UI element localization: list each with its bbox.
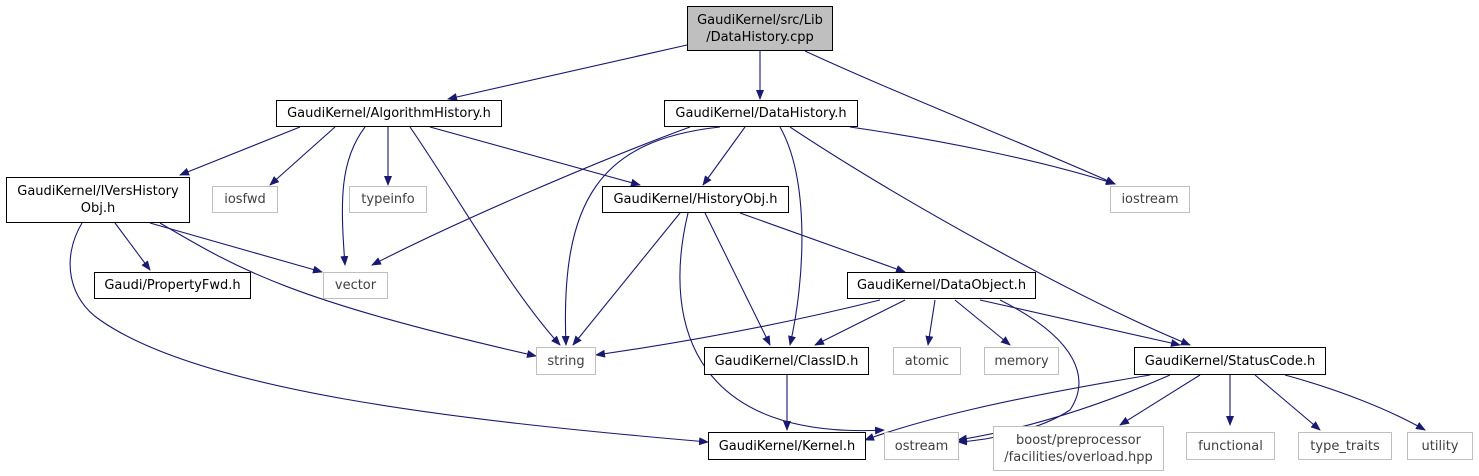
- node-label: iosfwd: [224, 192, 266, 207]
- edge-alghist-vector: [340, 126, 366, 266]
- node-label: GaudiKernel/src/Lib /DataHistory.cpp: [697, 12, 823, 45]
- node-label: atomic: [904, 353, 950, 369]
- node-label: functional: [1198, 438, 1263, 454]
- edge-dataobj-memory: [954, 299, 1011, 346]
- node-algorithmhistory-h[interactable]: GaudiKernel/AlgorithmHistory.h: [276, 100, 502, 127]
- node-label: GaudiKernel/DataObject.h: [856, 278, 1027, 293]
- node-atomic[interactable]: atomic: [893, 347, 961, 375]
- edge-datahist-iostream: [849, 126, 1116, 186]
- node-label: GaudiKernel/DataHistory.h: [675, 106, 847, 121]
- edge-histobj-string: [572, 212, 681, 346]
- edge-datahist-vector: [371, 126, 691, 266]
- node-historyobj-h[interactable]: GaudiKernel/HistoryObj.h: [602, 186, 789, 213]
- node-functional[interactable]: functional: [1186, 432, 1275, 460]
- node-iosfwd[interactable]: iosfwd: [212, 186, 278, 213]
- edge-ivers-string: [159, 222, 537, 358]
- edge-datahist-histobj: [702, 126, 746, 186]
- node-label: memory: [994, 353, 1049, 369]
- edge-alghist-string: [409, 126, 561, 346]
- node-label: iostream: [1121, 192, 1179, 207]
- node-iversHistoryobj-h[interactable]: GaudiKernel/IVersHistory Obj.h: [6, 177, 190, 223]
- node-dataobject-h[interactable]: GaudiKernel/DataObject.h: [847, 272, 1036, 299]
- edge-histobj-ostream: [679, 212, 885, 435]
- node-label: vector: [334, 278, 377, 293]
- edge-dataobj-classid: [814, 299, 906, 346]
- edge-status-utility: [1284, 374, 1426, 431]
- node-root-datahistory-cpp[interactable]: GaudiKernel/src/Lib /DataHistory.cpp: [687, 6, 833, 51]
- node-statuscode-h[interactable]: GaudiKernel/StatusCode.h: [1134, 347, 1326, 375]
- edge-dataobj-status: [979, 299, 1181, 347]
- node-utility[interactable]: utility: [1407, 432, 1473, 460]
- edge-ivers-propfwd: [114, 222, 151, 271]
- node-label: GaudiKernel/IVersHistory Obj.h: [17, 184, 179, 216]
- edge-status-typetraits: [1254, 374, 1321, 431]
- node-label: ostream: [894, 438, 949, 454]
- node-label: GaudiKernel/ClassID.h: [714, 353, 859, 369]
- edge-ivers-kernel: [69, 222, 709, 446]
- edge-root-iostream: [804, 50, 1116, 185]
- node-label: typeinfo: [361, 192, 415, 207]
- node-vector[interactable]: vector: [323, 272, 388, 299]
- node-string[interactable]: string: [536, 347, 596, 375]
- node-memory[interactable]: memory: [984, 347, 1059, 375]
- node-label: Gaudi/PropertyFwd.h: [104, 278, 241, 293]
- edge-datahist-classid: [779, 126, 803, 346]
- edge-dataobj-string: [595, 299, 881, 358]
- node-label: type_traits: [1310, 438, 1380, 454]
- edge-status-boost: [1119, 374, 1201, 426]
- edge-status-ostream: [957, 374, 1171, 443]
- node-propertyfwd-h[interactable]: Gaudi/PropertyFwd.h: [94, 272, 251, 299]
- node-ostream[interactable]: ostream: [884, 432, 959, 460]
- edge-dataobj-atomic: [925, 299, 936, 346]
- node-typeinfo[interactable]: typeinfo: [349, 186, 427, 213]
- node-label: GaudiKernel/HistoryObj.h: [613, 192, 778, 207]
- node-classid-h[interactable]: GaudiKernel/ClassID.h: [704, 347, 869, 375]
- node-label: GaudiKernel/StatusCode.h: [1144, 353, 1316, 369]
- node-label: GaudiKernel/AlgorithmHistory.h: [287, 106, 491, 121]
- node-label: utility: [1421, 438, 1459, 454]
- edge-alghist-ivers: [179, 126, 301, 176]
- edge-histobj-classid: [704, 212, 771, 346]
- edge-histobj-dataobj: [739, 212, 906, 273]
- edge-alghist-histobj: [429, 126, 641, 187]
- node-label: string: [547, 353, 585, 369]
- node-label: GaudiKernel/Kernel.h: [718, 438, 856, 454]
- edge-datahist-status: [789, 126, 1191, 346]
- edge-root-alghist: [447, 44, 688, 101]
- node-type-traits[interactable]: type_traits: [1298, 432, 1392, 460]
- node-label: boost/preprocessor /facilities/overload.…: [1004, 432, 1153, 465]
- node-kernel-h[interactable]: GaudiKernel/Kernel.h: [708, 432, 866, 460]
- edge-ivers-vector: [149, 222, 323, 274]
- node-boost-overload-hpp[interactable]: boost/preprocessor /facilities/overload.…: [993, 426, 1164, 471]
- node-datahistory-h[interactable]: GaudiKernel/DataHistory.h: [664, 100, 858, 127]
- node-iostream[interactable]: iostream: [1110, 186, 1190, 213]
- edge-alghist-iosfwd: [269, 126, 336, 186]
- edge-datahist-string: [561, 126, 721, 346]
